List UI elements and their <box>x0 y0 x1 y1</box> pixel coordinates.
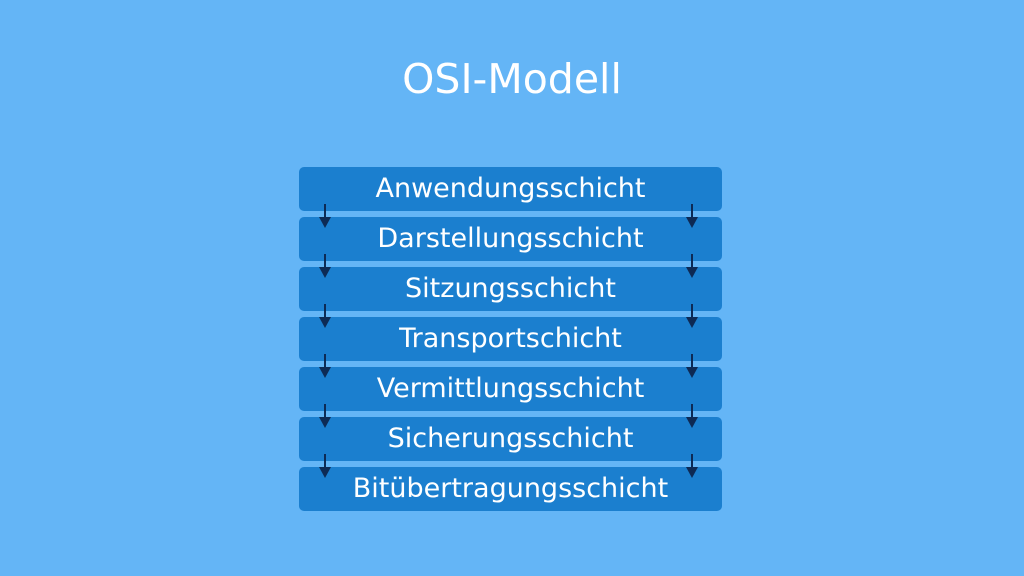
arrow-down-icon <box>686 304 698 328</box>
arrow-down-icon <box>319 304 331 328</box>
layer-transportschicht: Transportschicht <box>299 317 722 378</box>
layer-sicherungsschicht: Sicherungsschicht <box>299 417 722 478</box>
layer-label: Darstellungsschicht <box>377 223 644 254</box>
arrow-down-icon <box>319 254 331 278</box>
layer-label: Vermittlungsschicht <box>376 373 645 404</box>
layer-label: Transportschicht <box>399 323 622 354</box>
layer-sitzungsschicht: Sitzungsschicht <box>299 267 722 328</box>
osi-layer-stack: Anwendungsschicht Darstellungsschicht Si… <box>299 167 722 511</box>
layer-darstellungsschicht: Darstellungsschicht <box>299 217 722 278</box>
layer-label: Bitübertragungsschicht <box>352 473 669 504</box>
arrow-down-icon <box>686 254 698 278</box>
arrow-down-icon <box>319 404 331 428</box>
arrow-down-icon <box>319 454 331 478</box>
arrow-down-icon <box>686 454 698 478</box>
layer-anwendungsschicht: Anwendungsschicht <box>299 167 722 228</box>
diagram-title: OSI-Modell <box>402 55 622 103</box>
arrow-down-icon <box>319 204 331 228</box>
layer-vermittlungsschicht: Vermittlungsschicht <box>299 367 722 428</box>
arrow-down-icon <box>686 354 698 378</box>
arrow-down-icon <box>686 404 698 428</box>
arrow-down-icon <box>686 204 698 228</box>
layer-label: Sicherungsschicht <box>387 423 634 454</box>
layer-bituebertragungsschicht: Bitübertragungsschicht <box>299 467 722 511</box>
arrow-down-icon <box>319 354 331 378</box>
layer-label: Sitzungsschicht <box>405 273 616 304</box>
layer-label: Anwendungsschicht <box>375 173 646 204</box>
